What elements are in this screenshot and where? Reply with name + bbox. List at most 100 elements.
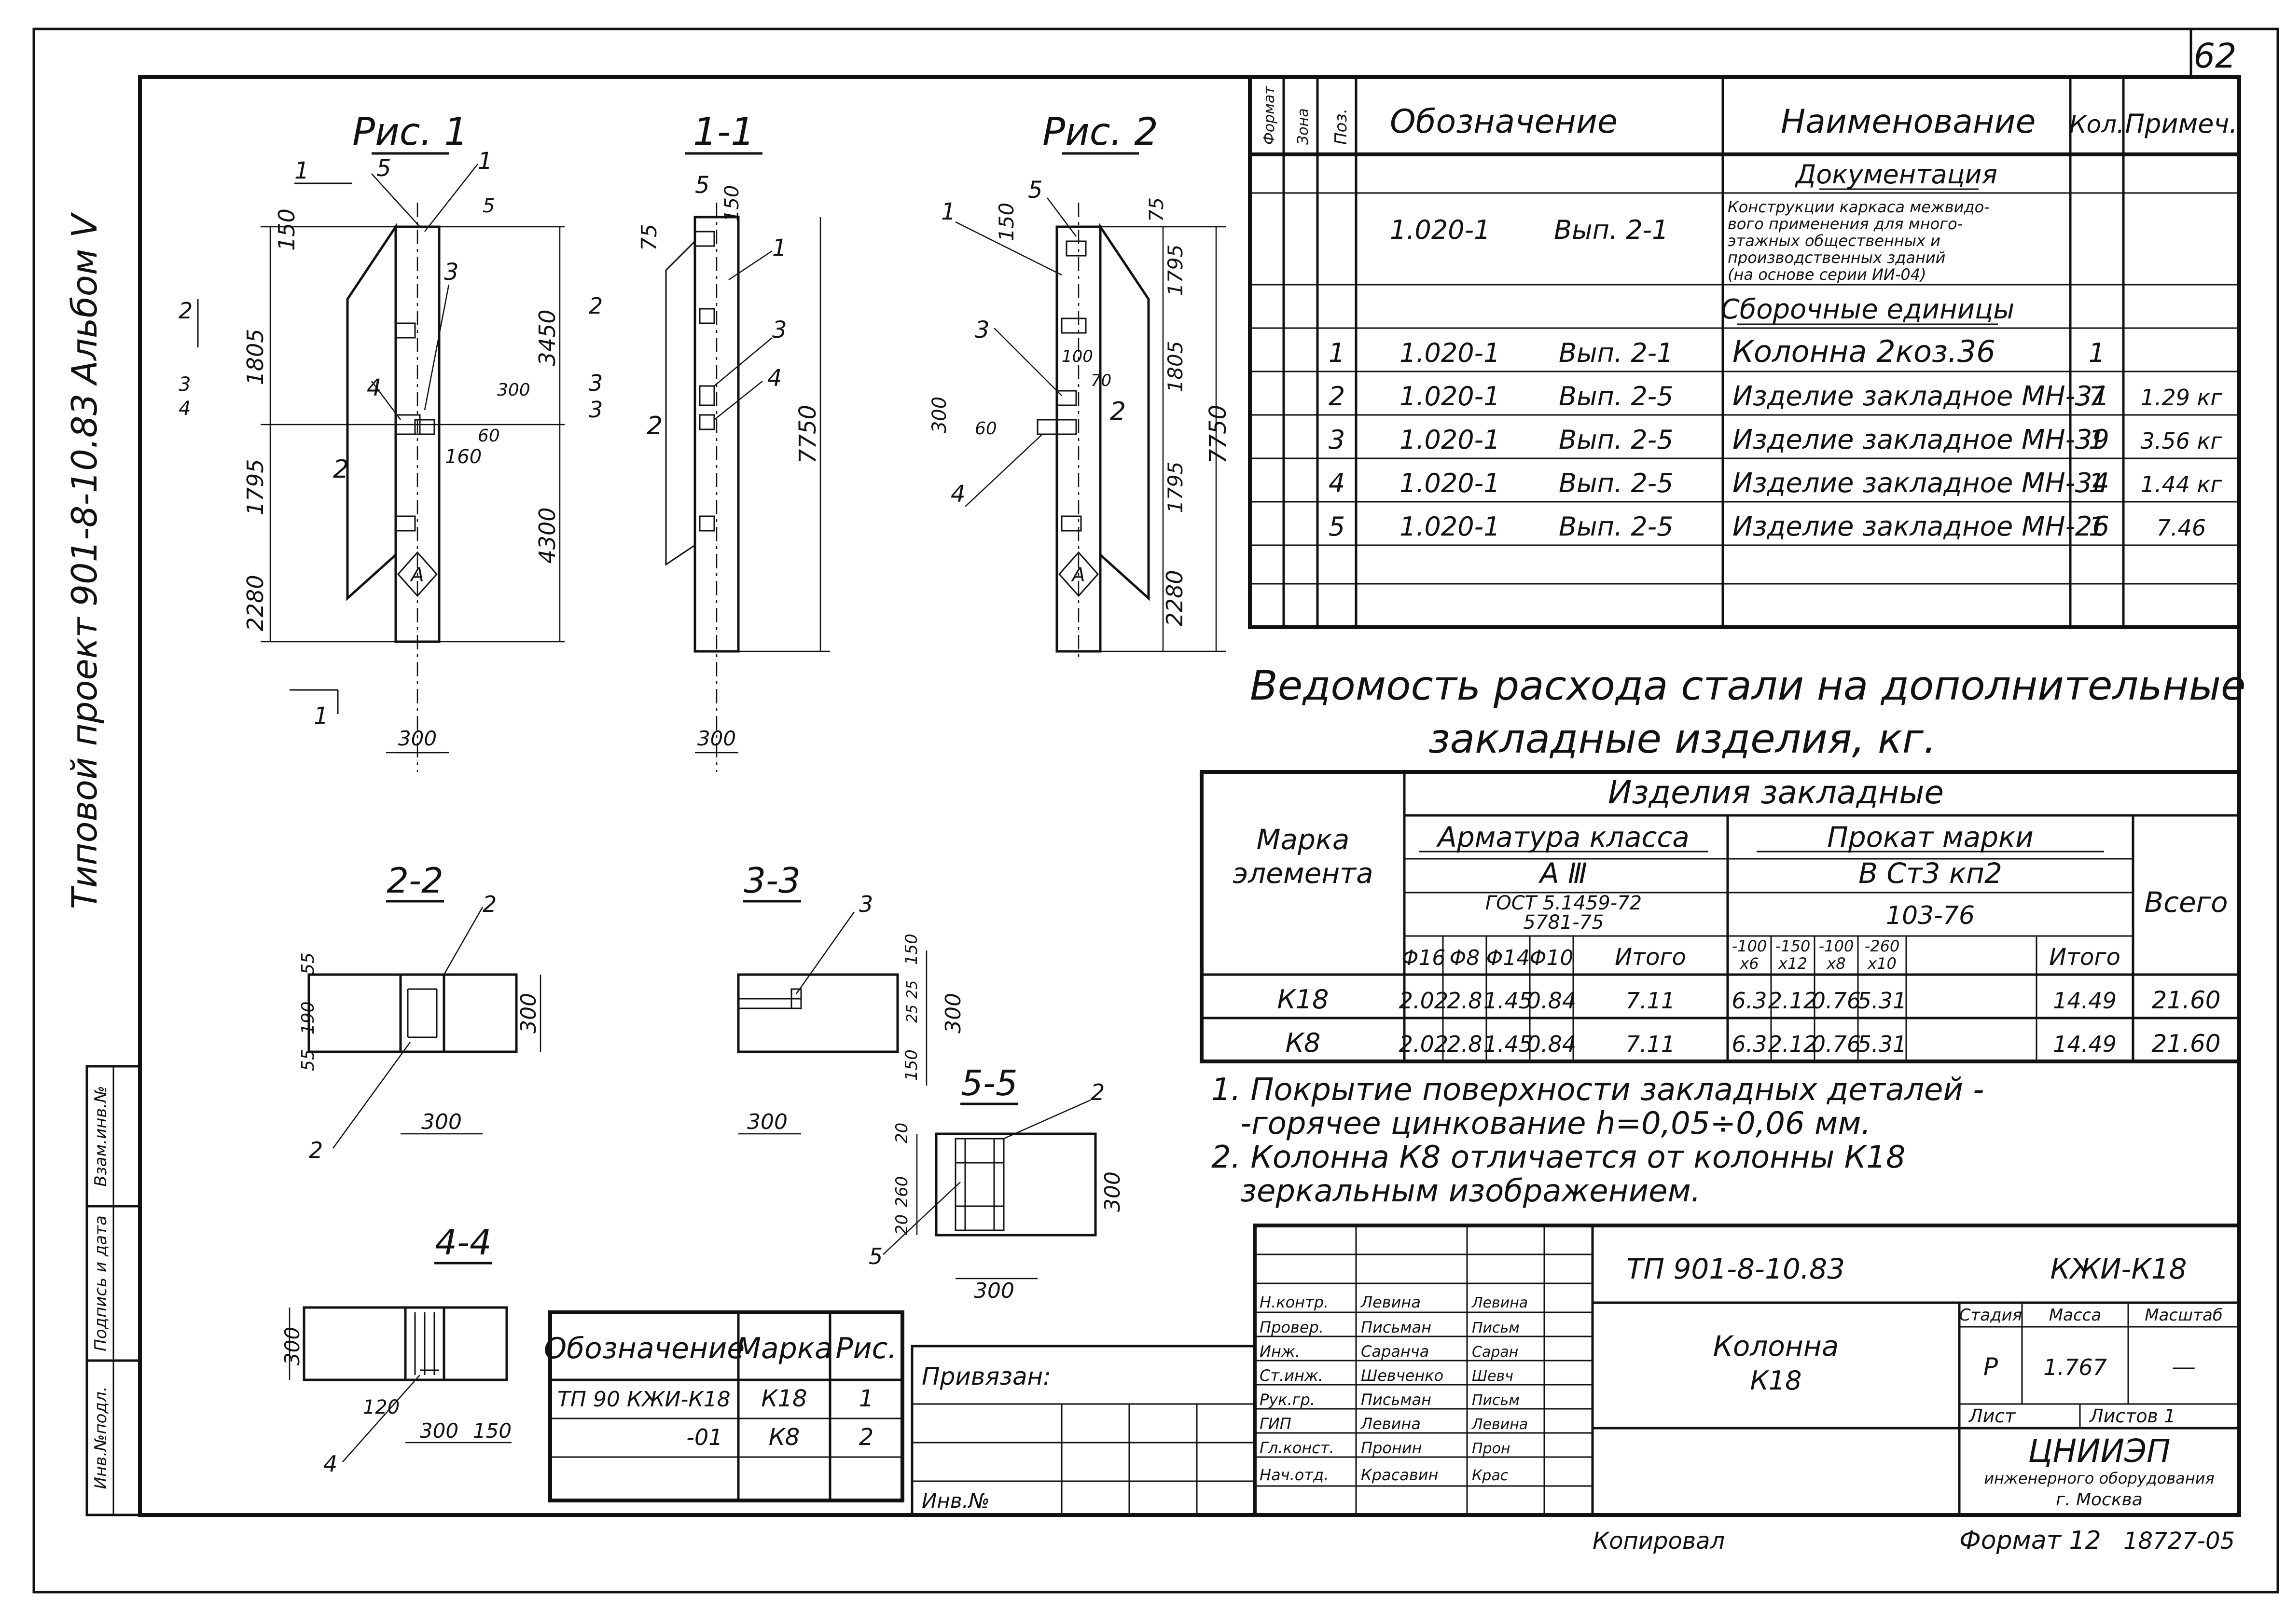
svg-text:Изделие закладное МН-26: Изделие закладное МН-26 xyxy=(1732,511,2109,542)
svg-text:ТП 90 КЖИ-К18: ТП 90 КЖИ-К18 xyxy=(557,1387,731,1412)
svg-text:4: 4 xyxy=(767,365,782,392)
svg-text:Изделие закладное МН-31: Изделие закладное МН-31 xyxy=(1732,381,2109,412)
svg-text:Масштаб: Масштаб xyxy=(2145,1306,2223,1325)
svg-text:5: 5 xyxy=(1028,177,1043,204)
svg-text:1.44 кг: 1.44 кг xyxy=(2141,471,2223,497)
svg-text:1: 1 xyxy=(772,234,787,261)
svg-text:2: 2 xyxy=(859,1424,874,1451)
svg-text:70: 70 xyxy=(1091,371,1111,390)
svg-text:20: 20 xyxy=(892,1123,912,1143)
svg-text:150: 150 xyxy=(274,208,300,251)
svg-text:В Ст3 кп2: В Ст3 кп2 xyxy=(1858,857,2002,890)
svg-text:Вып. 2-1: Вып. 2-1 xyxy=(1554,215,1669,245)
svg-text:4-4: 4-4 xyxy=(435,1222,492,1263)
svg-text:2.02: 2.02 xyxy=(1399,1031,1448,1057)
svg-text:К8: К8 xyxy=(1286,1028,1321,1058)
svg-text:Φ10: Φ10 xyxy=(1530,946,1574,970)
svg-text:этажных общественных и: этажных общественных и xyxy=(1728,232,1940,250)
view-sec33: 3-3 150 25 25 300 150 300 3 xyxy=(737,860,966,1135)
svg-text:Кол.: Кол. xyxy=(2069,110,2124,138)
svg-text:Колонна: Колонна xyxy=(1713,1330,1839,1363)
svg-text:Левина: Левина xyxy=(1360,1293,1421,1311)
svg-text:5: 5 xyxy=(483,195,495,217)
svg-text:150: 150 xyxy=(995,203,1018,241)
svg-text:Письм: Письм xyxy=(1472,1392,1520,1409)
svg-text:6.3: 6.3 xyxy=(1732,988,1767,1014)
svg-text:Гл.конст.: Гл.конст. xyxy=(1260,1439,1334,1457)
svg-text:Изделие закладное МН-39: Изделие закладное МН-39 xyxy=(1732,424,2109,455)
svg-text:Вып. 2-5: Вып. 2-5 xyxy=(1559,425,1674,455)
svg-text:1. Покрытие поверхности заклад: 1. Покрытие поверхности закладных детале… xyxy=(1211,1072,1984,1108)
svg-text:1.020-1: 1.020-1 xyxy=(1399,425,1500,455)
svg-text:21.60: 21.60 xyxy=(2151,986,2220,1014)
svg-text:инженерного оборудования: инженерного оборудования xyxy=(1984,1469,2215,1487)
svg-text:300: 300 xyxy=(420,1419,458,1443)
svg-text:Φ14: Φ14 xyxy=(1486,946,1530,970)
svg-text:2: 2 xyxy=(589,293,603,319)
svg-text:2: 2 xyxy=(1091,1079,1105,1105)
svg-text:ЦНИИЭП: ЦНИИЭП xyxy=(2028,1432,2170,1470)
stamp-replace: Взам.инв.№ xyxy=(91,1086,111,1186)
svg-text:1805: 1805 xyxy=(242,329,268,385)
fig1-title: Рис. 1 xyxy=(352,110,468,154)
svg-text:1: 1 xyxy=(1329,338,1345,368)
svg-text:300: 300 xyxy=(497,380,530,400)
svg-text:75: 75 xyxy=(637,224,662,251)
svg-text:1: 1 xyxy=(2089,338,2105,368)
svg-text:элемента: элемента xyxy=(1233,857,1373,890)
svg-text:Нач.отд.: Нач.отд. xyxy=(1260,1466,1329,1484)
svg-text:3: 3 xyxy=(1329,425,1345,455)
svg-text:3: 3 xyxy=(589,370,603,396)
svg-text:Обозначение: Обозначение xyxy=(544,1332,745,1365)
svg-text:—: — xyxy=(2172,1353,2196,1381)
svg-text:3: 3 xyxy=(589,397,603,423)
svg-text:1805: 1805 xyxy=(1164,341,1187,393)
svg-text:Φ8: Φ8 xyxy=(1450,946,1480,970)
svg-text:1.45: 1.45 xyxy=(1483,988,1533,1014)
svg-text:2.8: 2.8 xyxy=(1447,1031,1482,1057)
svg-text:x12: x12 xyxy=(1778,954,1807,973)
svg-text:Листов 1: Листов 1 xyxy=(2089,1405,2175,1427)
steel-table: Марка элемента Изделия закладные Арматур… xyxy=(1200,770,2241,1063)
svg-text:Формат: Формат xyxy=(1261,85,1278,145)
svg-text:5: 5 xyxy=(1329,511,1345,542)
svg-text:Левина: Левина xyxy=(1360,1415,1421,1433)
svg-text:100: 100 xyxy=(1062,347,1093,366)
view-sec11: 1-1 75 150 7750 300 5 1 3 4 2 xyxy=(637,110,830,772)
figure-table: Обозначение Марка Рис. ТП 90 КЖИ-К18 К18… xyxy=(544,1310,904,1502)
svg-text:2.12: 2.12 xyxy=(1768,1031,1817,1057)
svg-text:Прокат марки: Прокат марки xyxy=(1827,821,2034,853)
svg-text:1.020-1: 1.020-1 xyxy=(1399,338,1500,368)
svg-text:Письм: Письм xyxy=(1472,1320,1520,1336)
svg-text:Итого: Итого xyxy=(1615,944,1686,971)
svg-text:300: 300 xyxy=(280,1327,304,1365)
svg-text:5: 5 xyxy=(376,155,391,182)
svg-text:1.45: 1.45 xyxy=(1483,1031,1533,1057)
svg-text:К18: К18 xyxy=(1277,984,1329,1015)
view-sec22: 2-2 55 190 55 300 300 2 2 xyxy=(298,860,541,1163)
svg-text:Прон: Прон xyxy=(1472,1440,1510,1457)
svg-text:150: 150 xyxy=(902,934,921,965)
album-label: Альбом Ⅴ xyxy=(64,212,105,386)
page-number: 62 xyxy=(2193,36,2236,76)
svg-text:1.767: 1.767 xyxy=(2043,1354,2107,1380)
svg-text:1: 1 xyxy=(2089,468,2105,498)
svg-text:КЖИ-К18: КЖИ-К18 xyxy=(2050,1252,2187,1285)
svg-text:260: 260 xyxy=(892,1176,912,1208)
svg-text:3: 3 xyxy=(772,317,787,344)
svg-text:3.56 кг: 3.56 кг xyxy=(2141,428,2223,454)
svg-text:К8: К8 xyxy=(769,1424,800,1451)
svg-text:x6: x6 xyxy=(1739,954,1759,973)
svg-text:4: 4 xyxy=(323,1451,337,1477)
svg-text:Колонна 2коз.36: Колонна 2коз.36 xyxy=(1732,334,1995,369)
svg-text:1.020-1: 1.020-1 xyxy=(1399,511,1500,542)
svg-text:4: 4 xyxy=(367,374,382,401)
svg-text:Масса: Масса xyxy=(2049,1306,2101,1325)
svg-text:Саранча: Саранча xyxy=(1361,1342,1429,1361)
svg-text:190: 190 xyxy=(298,1002,318,1035)
svg-text:Рук.гр.: Рук.гр. xyxy=(1260,1390,1315,1409)
svg-text:г. Москва: г. Москва xyxy=(2056,1490,2143,1510)
notes: 1. Покрытие поверхности закладных детале… xyxy=(1211,1072,1984,1209)
svg-text:2-2: 2-2 xyxy=(387,860,443,901)
